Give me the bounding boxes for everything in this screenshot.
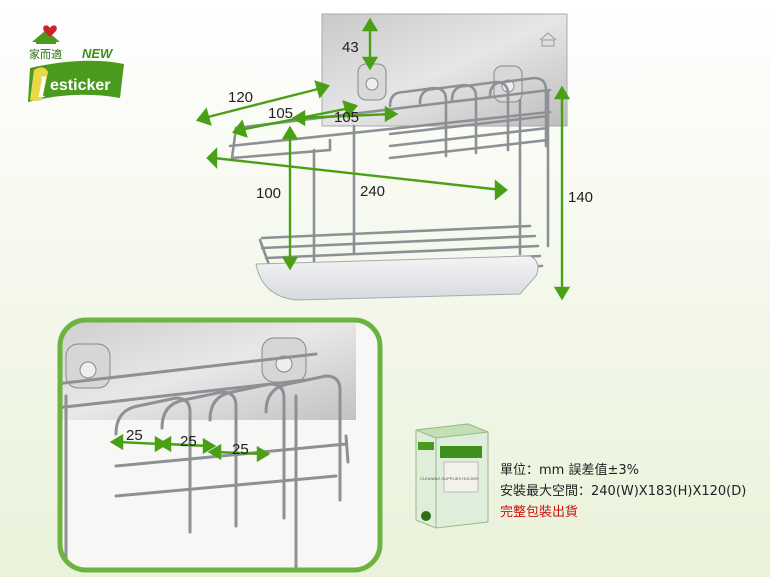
- brand-logo: 家而適 NEW l esticker: [28, 25, 124, 104]
- dimension-arrows: [195, 17, 571, 301]
- dim-plate-height: 43: [342, 39, 359, 56]
- drip-tray: [255, 255, 539, 301]
- dim-slot-2: 25: [180, 433, 197, 450]
- dim-total-height: 140: [568, 189, 593, 206]
- spec-notes: 單位：mm 誤差值±3% 安裝最大空間：240(W)X183(H)X120(D)…: [500, 460, 746, 523]
- dim-slot-1: 25: [126, 427, 143, 444]
- svg-text:l: l: [38, 71, 47, 104]
- plate-logo-icon: [539, 32, 557, 47]
- dim-shelf-depth: 105: [334, 109, 359, 126]
- product-line-label: esticker: [50, 77, 111, 94]
- install-space-note: 安裝最大空間：240(W)X183(H)X120(D): [500, 484, 747, 499]
- hook-left: [357, 63, 387, 101]
- dim-width: 240: [360, 183, 385, 200]
- house-icon: [32, 25, 60, 44]
- new-badge: NEW: [82, 46, 114, 61]
- unit-tolerance-note: 單位：mm 誤差值±3%: [500, 463, 639, 478]
- esticker-logo: l esticker: [28, 60, 124, 104]
- dim-basket-width: 105: [268, 105, 293, 122]
- package-title: CLEANING SUPPLIES HOLDER: [420, 476, 479, 481]
- package-note: 完整包裝出貨: [500, 505, 579, 520]
- package-box: CLEANING SUPPLIES HOLDER: [415, 423, 489, 529]
- detail-closeup: 25 25 25: [57, 317, 383, 573]
- closeup-hook-left: [65, 343, 111, 389]
- dim-slot-3: 25: [232, 441, 249, 458]
- dim-depth: 120: [228, 89, 253, 106]
- brand-name: 家而適: [29, 47, 62, 61]
- dim-gap-height: 100: [256, 185, 281, 202]
